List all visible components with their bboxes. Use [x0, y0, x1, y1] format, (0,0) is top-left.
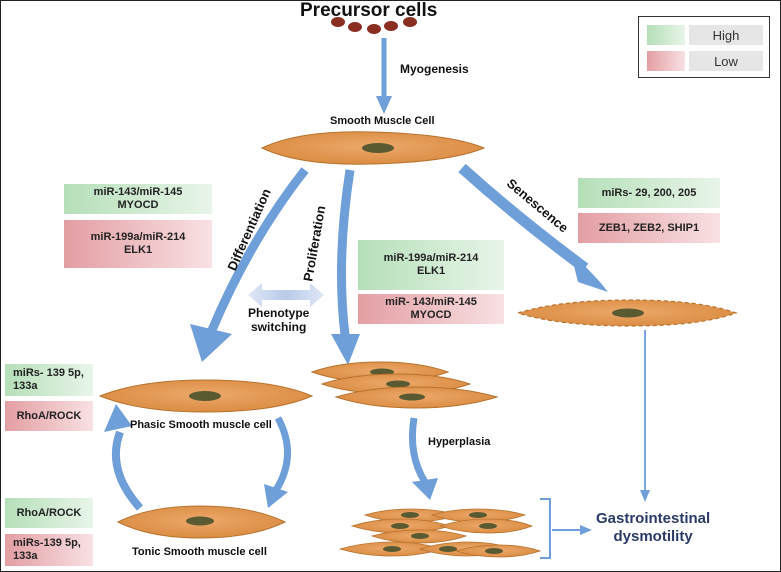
phasic-high-box: miRs- 139 5p, 133a: [5, 364, 93, 396]
phenotype-switching-arrow: [248, 283, 324, 307]
diagram-title: Precursor cells: [300, 0, 438, 21]
smooth-muscle-cell: [260, 131, 486, 165]
legend-high-swatch: [647, 25, 685, 45]
phasic-to-tonic-arrow: [264, 416, 291, 508]
nucleus: [189, 391, 221, 401]
differentiation-high-box: miR-143/miR-145 MYOCD: [64, 184, 212, 214]
phasic-smooth-muscle-cell: [98, 379, 314, 413]
proliferation-high-box: miR-199a/miR-214 ELK1: [358, 240, 504, 290]
senescent-cell: [515, 299, 738, 327]
myogenesis-label: Myogenesis: [400, 62, 469, 76]
senescence-arrow: [458, 163, 608, 292]
hyperplastic-cells: [338, 508, 542, 558]
phasic-low-box: RhoA/ROCK: [5, 401, 93, 431]
nucleus: [612, 308, 644, 318]
differentiation-arrow: [190, 167, 309, 362]
differentiation-low-box: miR-199a/miR-214 ELK1: [64, 220, 212, 268]
nucleus: [386, 380, 410, 388]
legend-high-label: High: [689, 25, 763, 45]
nucleus: [362, 143, 394, 153]
legend-low-swatch: [647, 51, 685, 71]
tonic-to-phasic-arrow: [104, 404, 144, 511]
tonic-low-box: miRs-139 5p, 133a: [5, 534, 93, 566]
precursor-cell: [384, 21, 398, 31]
hyperplasia-label: Hyperplasia: [428, 436, 491, 448]
hyperplasia-bracket: [540, 498, 551, 559]
precursor-cell: [348, 22, 362, 32]
senescence-to-dysmotility-arrow: [640, 330, 650, 502]
proliferation-arrow: [331, 169, 360, 365]
hyperplasia-arrow: [408, 417, 438, 500]
tonic-smooth-muscle-cell: [116, 505, 287, 539]
myogenesis-arrow: [376, 38, 392, 114]
nucleus: [399, 393, 425, 401]
gastrointestinal-dysmotility-label: Gastrointestinal dysmotility: [596, 510, 711, 545]
proliferating-cells: [310, 361, 499, 409]
proliferation-low-box: miR- 143/miR-145 MYOCD: [358, 294, 504, 324]
phenotype-switching-label: Phenotype switching: [248, 306, 310, 334]
legend-low-label: Low: [689, 51, 763, 71]
legend: High Low: [638, 16, 770, 78]
tonic-cell-label: Tonic Smooth muscle cell: [132, 546, 267, 558]
precursor-cells: [331, 17, 417, 34]
hyperplasia-to-dysmotility-arrow: [552, 525, 592, 535]
tonic-high-box: RhoA/ROCK: [5, 498, 93, 528]
phasic-cell-label: Phasic Smooth muscle cell: [130, 419, 272, 431]
smooth-muscle-cell-label: Smooth Muscle Cell: [330, 115, 435, 127]
senescence-high-box: miRs- 29, 200, 205: [578, 178, 720, 208]
precursor-cell: [331, 17, 345, 27]
nucleus: [186, 516, 214, 526]
precursor-cell: [367, 24, 381, 34]
precursor-cell: [403, 17, 417, 27]
senescence-low-box: ZEB1, ZEB2, SHIP1: [578, 213, 720, 243]
